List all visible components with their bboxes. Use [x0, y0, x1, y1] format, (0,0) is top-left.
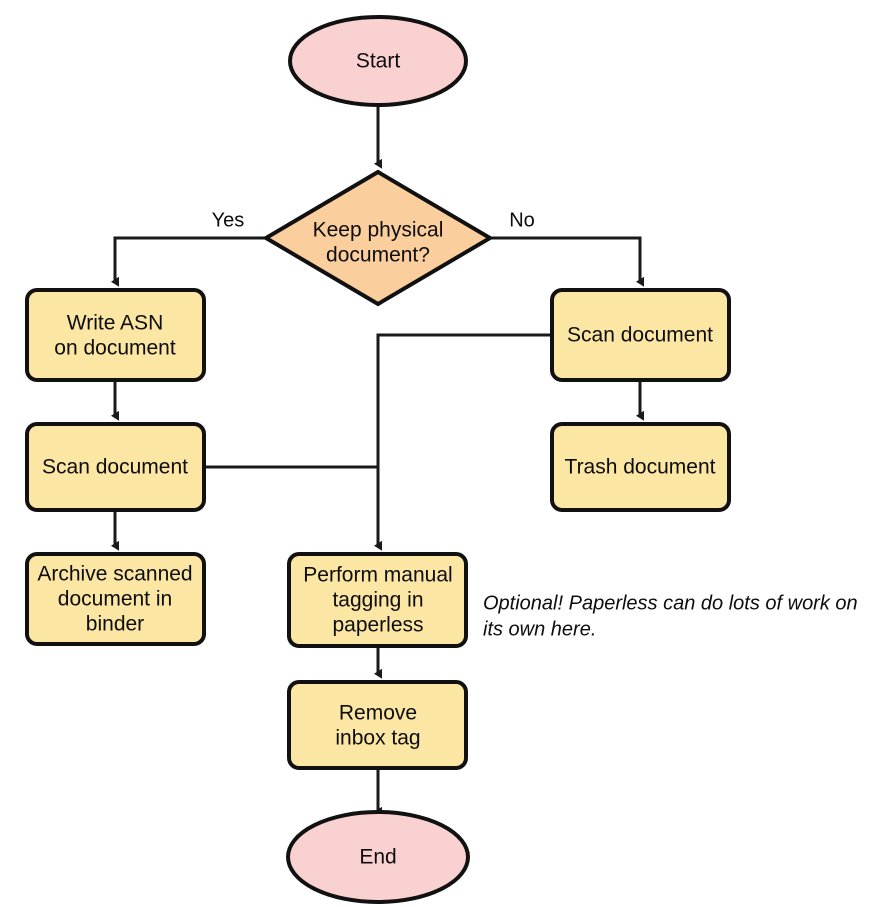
edge-layer — [111, 104, 644, 817]
decision-label-line1: Keep physical — [313, 219, 444, 242]
node-decision-keep-physical-document[interactable]: Keep physical document? — [262, 169, 494, 307]
scan-document-left-label: Scan document — [42, 456, 188, 479]
edge-decision-no-to-scan-right — [490, 236, 644, 287]
archive-label-line1: Archive scanned — [37, 563, 192, 586]
edge-label-no: No — [509, 209, 535, 231]
archive-box-shape — [25, 552, 206, 646]
write-asn-box-shape — [25, 288, 206, 382]
annotation-line1: Optional! Paperless can do lots of work … — [483, 592, 858, 614]
edge-decision-yes-to-write-asn — [111, 236, 265, 287]
write-asn-label-line2: on document — [54, 337, 176, 360]
tagging-box-shape — [287, 552, 468, 648]
annotation-line2: its own here. — [483, 618, 596, 640]
node-trash-document[interactable]: Trash document — [550, 422, 731, 512]
node-scan-document-left[interactable]: Scan document — [25, 422, 206, 512]
trash-document-box-shape — [550, 422, 731, 512]
scan-document-right-box-shape — [550, 288, 731, 382]
annotation-optional-note: Optional! Paperless can do lots of work … — [483, 592, 858, 640]
trash-document-label: Trash document — [565, 456, 716, 479]
start-ellipse-shape — [288, 15, 468, 107]
scan-document-right-label: Scan document — [567, 324, 713, 347]
end-ellipse-shape — [286, 810, 470, 904]
node-start[interactable]: Start — [288, 15, 468, 107]
remove-inbox-label-line1: Remove — [339, 702, 417, 725]
node-end[interactable]: End — [286, 810, 470, 904]
node-archive-scanned-document[interactable]: Archive scanned document in binder — [25, 552, 206, 646]
tagging-label-line1: Perform manual — [303, 564, 452, 587]
node-write-asn-on-document[interactable]: Write ASN on document — [25, 288, 206, 382]
scan-document-left-box-shape — [25, 422, 206, 512]
write-asn-label-line1: Write ASN — [67, 312, 163, 335]
edge-label-layer: Yes No — [212, 209, 535, 231]
node-perform-manual-tagging[interactable]: Perform manual tagging in paperless — [287, 552, 468, 648]
edge-label-yes: Yes — [212, 209, 245, 231]
end-label: End — [359, 846, 396, 869]
decision-diamond-shape — [262, 169, 494, 307]
remove-inbox-label-line2: inbox tag — [335, 727, 420, 750]
remove-inbox-box-shape — [287, 680, 468, 770]
edge-scan-right-to-tagging — [374, 333, 552, 551]
tagging-label-line3: paperless — [332, 614, 423, 637]
decision-label-line2: document? — [326, 244, 430, 267]
archive-label-line3: binder — [86, 613, 144, 636]
tagging-label-line2: tagging in — [332, 589, 423, 612]
node-scan-document-right[interactable]: Scan document — [550, 288, 731, 382]
archive-label-line2: document in — [58, 588, 172, 611]
start-label: Start — [356, 50, 401, 73]
node-remove-inbox-tag[interactable]: Remove inbox tag — [287, 680, 468, 770]
